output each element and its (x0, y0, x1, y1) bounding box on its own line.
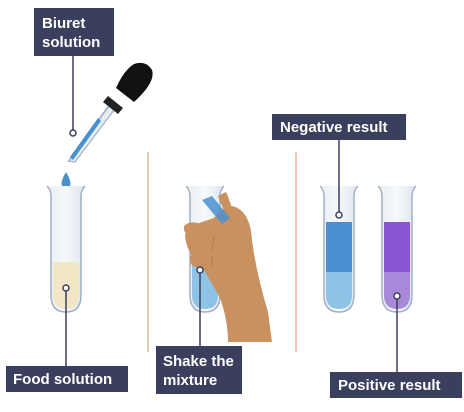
label-negative-result: Negative result (272, 114, 406, 140)
label-positive-text: Positive result (338, 377, 441, 394)
label-food-solution: Food solution (6, 366, 128, 392)
label-shake-line1: Shake the (163, 353, 234, 370)
leader-lines (62, 56, 401, 372)
tube-liquid-top (202, 196, 230, 224)
label-shake-line2: mixture (163, 372, 217, 389)
label-positive-result: Positive result (330, 372, 462, 398)
label-biuret-line1: Biuret (42, 15, 85, 32)
label-biuret-solution: Biuret solution (34, 8, 114, 56)
test-tube-positive (377, 185, 417, 313)
label-food-text: Food solution (13, 371, 112, 388)
dropper-icon (67, 62, 153, 163)
label-negative-text: Negative result (280, 119, 388, 136)
test-tube-negative (319, 185, 359, 313)
hand-icon (184, 192, 272, 342)
drop-icon (61, 172, 71, 188)
label-shake-mixture: Shake the mixture (156, 346, 242, 394)
label-biuret-line2: solution (42, 34, 100, 51)
